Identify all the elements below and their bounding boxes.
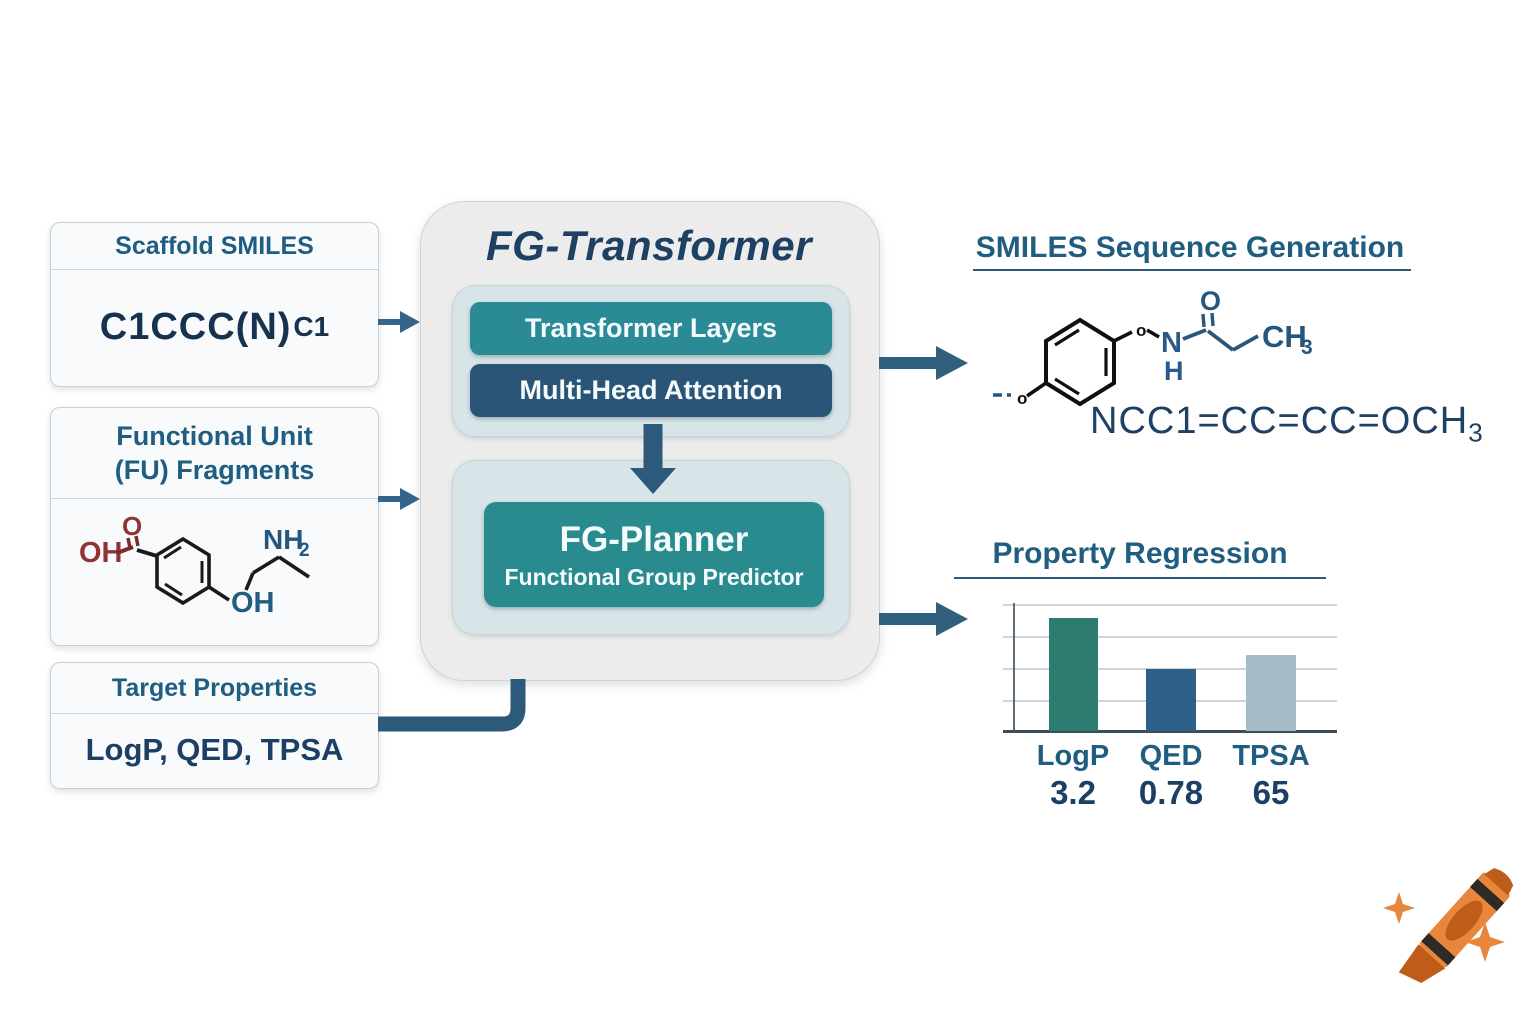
bar-value-logp: 3.2 [1050,774,1096,811]
multi-head-attention-label: Multi-Head Attention [519,375,783,405]
smiles-sequence-sub: 3 [1468,417,1484,448]
crayon-logo-svg [1383,868,1514,984]
smiles-sequence-main: NCC1=CC=CC=OCH [1090,400,1469,442]
bond [1146,328,1160,339]
crayon-stripe [1421,933,1456,966]
target-properties-header: Target Properties [51,663,378,714]
property-bar-chart: LogP QED TPSA 3.2 0.78 65 [1003,600,1337,815]
bar-label-logp: LogP [1036,740,1110,772]
arrow-model-to-regression [879,602,968,636]
functional-unit-molecule: OH O OH NH 2 [51,499,378,643]
bond [115,545,134,555]
bar-tpsa [1246,654,1296,731]
chart-y-axis [1013,603,1015,731]
double-bond [1201,313,1206,328]
arrow-scaffold-to-model [378,311,420,333]
bond [277,555,310,579]
multi-head-attention-block: Multi-Head Attention [470,364,832,417]
double-bond [125,537,132,549]
bond [1232,334,1259,352]
sparkle-icon [1383,892,1415,924]
bond [1206,329,1235,352]
crayon-end-cap [1484,868,1514,896]
benzene-ring [154,536,211,606]
ring-double-bond [163,582,183,597]
bar-label-qed: QED [1139,740,1203,772]
functional-unit-title-line2: (FU) Fragments [114,455,315,485]
transformer-layers-block: Transformer Layers [470,302,832,355]
property-regression-title: Property Regression [992,537,1288,570]
methyl-ch-label: CH [1262,319,1307,354]
arrow-head [936,346,968,380]
bond [207,585,230,602]
carbonyl-o-label: O [1200,290,1221,316]
generated-molecule-svg: o N H O CH 3 o [993,290,1313,408]
chart-baseline [1003,730,1337,733]
arrow-head [936,602,968,636]
amine-nh-label: NH [263,524,303,555]
scaffold-smiles-value: C1CCC(N) C1 [51,270,378,384]
fu-molecule-svg: OH O OH NH 2 [79,511,310,619]
scaffold-smiles-value-main: C1CCC(N) [99,305,292,348]
sparkle-icon [1465,922,1505,962]
ring-double-bond [1054,328,1080,347]
bar-value-tpsa: 65 [1252,774,1290,811]
bar-value-qed: 0.78 [1138,774,1204,811]
smiles-sequence-text: NCC1=CC=CC=OCH3 [1090,400,1483,449]
functional-unit-title-line1: Functional Unit [116,421,313,451]
amide-n-label: N [1161,327,1182,359]
double-bond [1210,312,1215,327]
scaffold-smiles-box: Scaffold SMILES C1CCC(N) C1 [50,222,379,387]
bond [135,548,158,558]
gridline [1003,636,1337,638]
amide-h-label: H [1164,356,1184,386]
acid-oh-label: OH [79,537,123,569]
functional-unit-box: Functional Unit (FU) Fragments OH O OH [50,407,379,646]
functional-unit-header: Functional Unit (FU) Fragments [51,408,378,499]
smiles-generation-title: SMILES Sequence Generation [975,231,1405,264]
crayon-watermark [1372,850,1532,1015]
bond [1113,330,1133,343]
arrow-model-to-smiles [879,346,968,380]
target-properties-value: LogP, QED, TPSA [85,732,344,767]
target-properties-title: Target Properties [111,673,318,702]
property-regression-rule [954,577,1326,579]
bond [1025,381,1048,398]
ether-o-label: o [1136,321,1146,340]
arrow-head [400,488,420,510]
bar-label-tpsa: TPSA [1232,740,1310,772]
target-properties-box: Target Properties LogP, QED, TPSA [50,662,379,789]
fg-transformer-title: FG-Transformer [486,222,812,269]
ring-oh-label: OH [231,587,275,619]
methyl-sub-label: 3 [1301,336,1313,359]
bond [1182,328,1207,341]
crayon-icon [1398,868,1514,984]
bar-logp [1049,617,1098,731]
bar-qed [1146,668,1196,731]
crayon-stripe [1470,878,1505,912]
bond [243,572,255,591]
fg-planner-title: FG-Planner [559,519,749,559]
ring-double-bond [1054,377,1080,396]
arrow-fragments-to-model [378,488,420,510]
scaffold-smiles-title: Scaffold SMILES [115,231,314,260]
amine-sub-label: 2 [299,540,310,561]
benzene-ring [1044,317,1116,407]
crayon-tip [1398,944,1446,984]
fg-planner-block: FG-Planner Functional Group Predictor [484,502,824,607]
bond [251,555,280,575]
scaffold-smiles-header: Scaffold SMILES [51,223,378,270]
ring-double-bond [162,545,182,560]
connector-target-to-model [378,679,526,732]
scaffold-smiles-value-tail: C1 [293,311,330,342]
smiles-title-rule [973,269,1411,271]
arrow-head [400,311,420,333]
carbonyl-o-label: O [122,511,142,541]
crayon-label-oval [1445,900,1483,941]
fg-planner-subtitle: Functional Group Predictor [504,563,804,590]
stub-o-label: o [1017,389,1027,408]
transformer-layers-label: Transformer Layers [524,313,778,343]
double-bond [133,535,140,547]
gridline [1003,604,1337,606]
